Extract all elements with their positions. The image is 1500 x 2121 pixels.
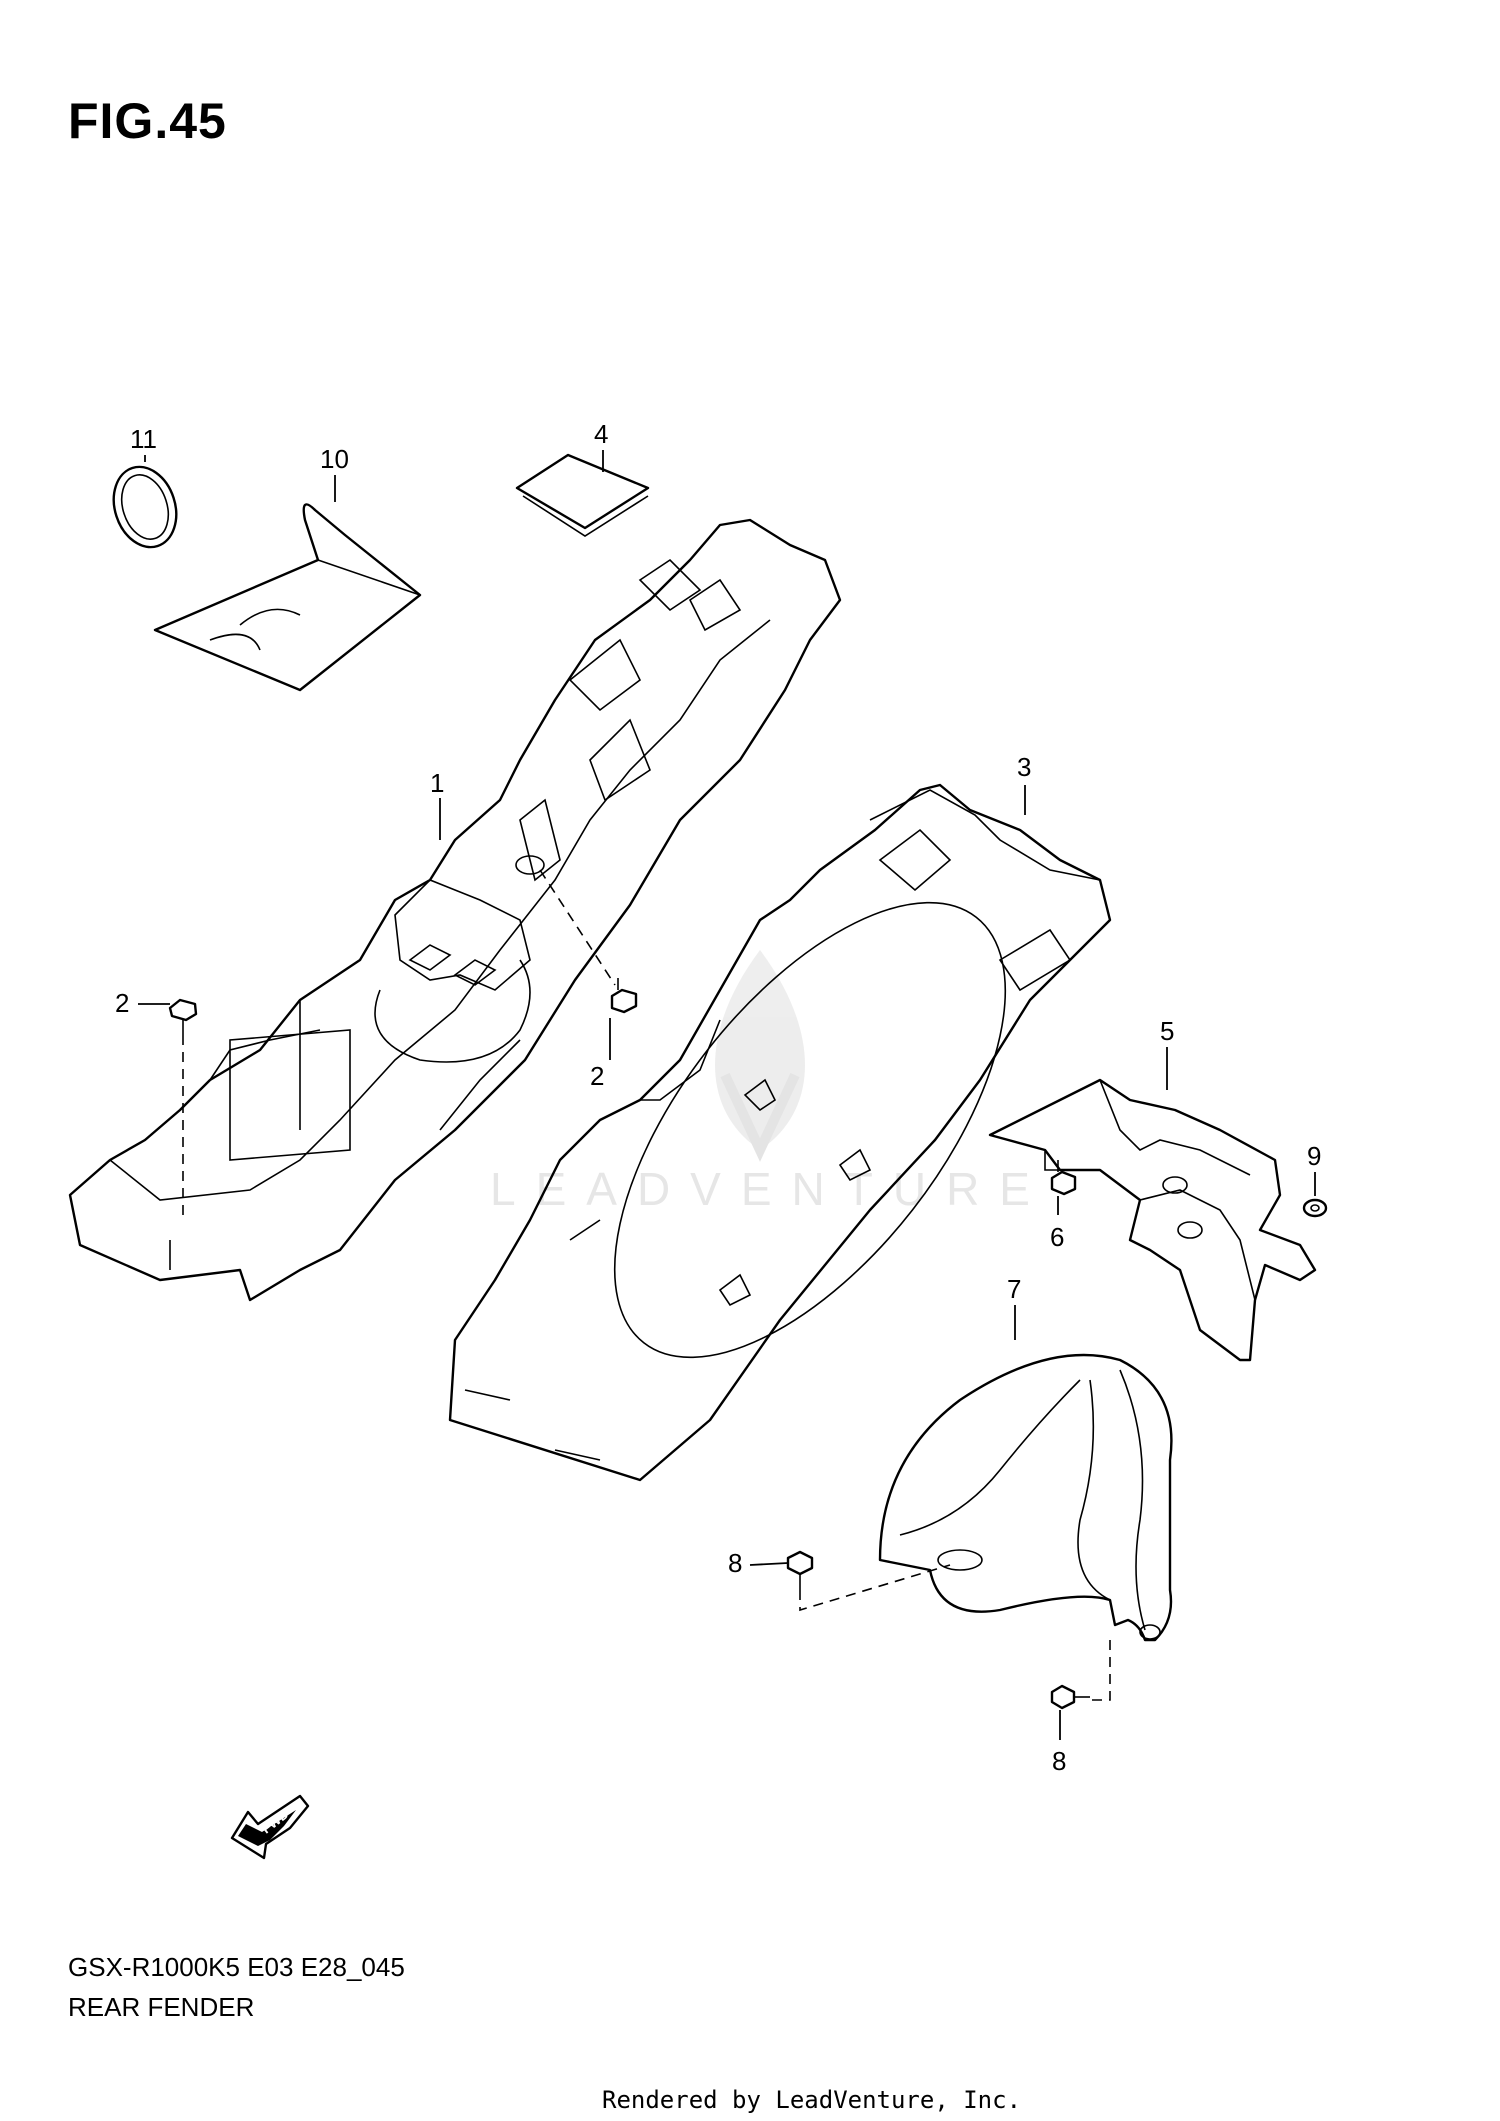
callout-1: 1 [430, 768, 444, 798]
diagram-code: GSX-R1000K5 E03 E28_045 [68, 1952, 405, 1982]
callout-2-left: 2 [115, 988, 129, 1018]
part-10-tool-bag[interactable] [153, 503, 422, 692]
callout-3: 3 [1017, 752, 1031, 782]
diagram-name: REAR FENDER [68, 1992, 255, 2022]
bolt-8-upper[interactable] [786, 1550, 814, 1590]
callout-9: 9 [1307, 1141, 1321, 1171]
callout-5: 5 [1160, 1016, 1174, 1046]
bolt-6[interactable] [1050, 1160, 1077, 1196]
callout-8-upper: 8 [728, 1548, 742, 1578]
callout-labels: 11 10 4 1 2 2 3 5 6 9 7 8 8 [115, 419, 1321, 1776]
part-5-license-bracket[interactable] [988, 1078, 1317, 1362]
callout-11: 11 [130, 424, 157, 454]
callout-10: 10 [320, 444, 349, 474]
callout-2-center: 2 [590, 1061, 604, 1091]
callout-8-lower: 8 [1052, 1746, 1066, 1776]
watermark: LEADVENTURE [490, 950, 1050, 1215]
forward-direction-arrow: FWD [230, 1794, 310, 1860]
washer-9[interactable] [1302, 1198, 1328, 1218]
bolt-2-center[interactable] [610, 978, 638, 1014]
figure-title: FIG.45 [68, 93, 227, 149]
callout-6: 6 [1050, 1222, 1064, 1252]
part-7-rear-hugger[interactable] [878, 1353, 1173, 1642]
part-4-cushion-pad[interactable] [515, 453, 650, 537]
callout-7: 7 [1007, 1274, 1021, 1304]
rendered-by-credit: Rendered by LeadVenture, Inc. [602, 2086, 1022, 2114]
bolt-2-left[interactable] [168, 998, 198, 1035]
bolt-8-lower[interactable] [1050, 1684, 1090, 1710]
part-1-rear-fender-inner[interactable] [68, 518, 842, 1302]
part-11-o-ring[interactable] [104, 459, 186, 556]
assembly-lines [182, 869, 1111, 1701]
callout-4: 4 [594, 419, 608, 449]
watermark-text: LEADVENTURE [490, 1163, 1050, 1215]
part-3-rear-fender-tray[interactable] [448, 783, 1112, 1482]
leader-lines [138, 450, 1316, 1740]
